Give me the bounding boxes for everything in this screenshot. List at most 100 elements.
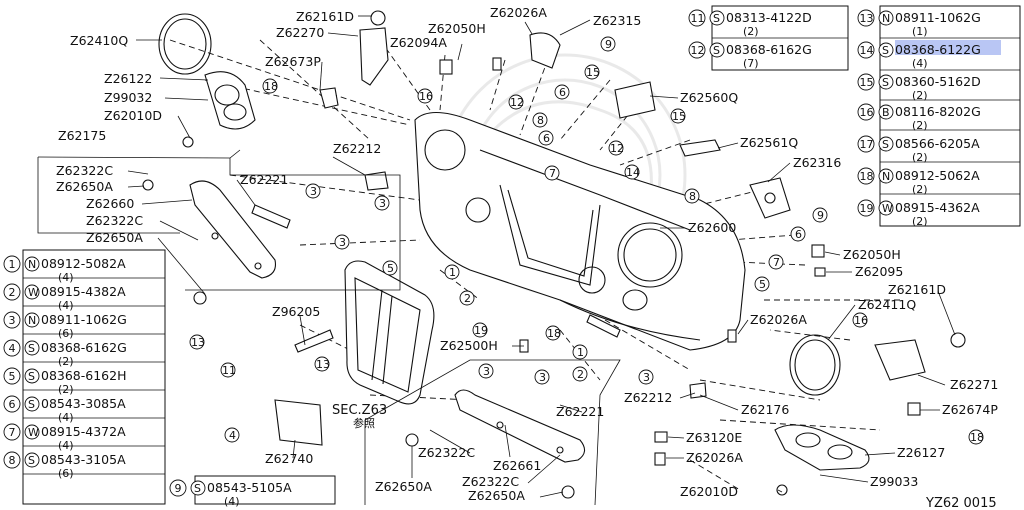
callout-2-b: 2 (572, 366, 588, 382)
callout-3-e: 3 (534, 369, 550, 385)
fastener-number: 2 (9, 286, 16, 299)
label-z62050h-right: Z62050H (843, 247, 901, 262)
part-upper-trim (189, 180, 277, 279)
fastener-number: 1 (9, 258, 16, 271)
part-labels: Z62410Q Z62161D Z62270 Z62094A Z62050H Z… (56, 5, 998, 510)
section-reference-note: 参照 (353, 416, 375, 430)
fastener-number: 4 (9, 342, 16, 355)
svg-text:5: 5 (387, 262, 394, 275)
callout-8-a: 8 (532, 112, 548, 128)
fastener-type-prefix: N (28, 314, 36, 327)
fastener-type-prefix: S (882, 44, 889, 57)
fastener-number: 11 (691, 12, 705, 25)
svg-text:12: 12 (510, 96, 524, 109)
fastener-code: 08912-5062A (895, 168, 980, 183)
fastener-number-circle (3, 367, 21, 385)
fastener-number: 19 (860, 202, 874, 215)
fastener-quantity: (2) (58, 383, 74, 396)
svg-text:6: 6 (795, 228, 802, 241)
label-z62175: Z62175 (58, 128, 106, 143)
label-z62322c-a: Z62322C (56, 163, 113, 178)
fastener-type-prefix: W (28, 426, 39, 439)
fastener-number-circle (857, 199, 875, 217)
svg-text:3: 3 (339, 236, 346, 249)
callout-14-a: 14 (624, 164, 640, 180)
svg-text:16: 16 (854, 314, 868, 327)
fastener-type-prefix: N (882, 170, 890, 183)
svg-text:9: 9 (817, 209, 824, 222)
svg-text:9: 9 (605, 38, 612, 51)
label-z62270: Z62270 (276, 25, 324, 40)
callout-6-b: 6 (538, 130, 554, 146)
callout-18-a: 18 (545, 325, 561, 341)
callout-3-c: 3 (334, 234, 350, 250)
fastener-number: 5 (9, 370, 16, 383)
label-z62010d-top: Z62010D (104, 108, 162, 123)
fastener-number-circle (3, 395, 21, 413)
callout-4-a: 4 (224, 427, 240, 443)
label-z62026a-top: Z62026A (490, 5, 547, 20)
label-z62161d-top: Z62161D (296, 9, 354, 24)
label-z62561q: Z62561Q (740, 135, 798, 150)
fastener-type-prefix: S (882, 138, 889, 151)
fastener-quantity: (2) (912, 119, 928, 132)
fastener-number-circle (857, 9, 875, 27)
label-z62221-bot: Z62221 (556, 404, 604, 419)
fastener-number-circle (857, 41, 875, 59)
fastener-number-circle (857, 167, 875, 185)
fastener-quantity: (2) (743, 25, 759, 38)
svg-text:18: 18 (970, 431, 984, 444)
fastener-code: 08368-6162G (726, 42, 812, 57)
fastener-type-circle (878, 136, 894, 152)
svg-text:13: 13 (191, 336, 205, 349)
label-z62661: Z62661 (493, 458, 541, 473)
svg-text:18: 18 (264, 80, 278, 93)
label-z62212-top: Z62212 (333, 141, 381, 156)
fastener-type-circle (24, 284, 40, 300)
part-bracket-right (274, 27, 926, 446)
svg-text:6: 6 (559, 86, 566, 99)
fastener-quantity: (4) (224, 495, 240, 508)
fastener-number-circle (3, 339, 21, 357)
callout-3-d: 3 (478, 363, 494, 379)
label-z62212-bot: Z62212 (624, 390, 672, 405)
fastener-code: 08911-1062G (41, 312, 127, 327)
fastener-type-prefix: S (28, 342, 35, 355)
fastener-type-circle (24, 312, 40, 328)
fastener-code: 08368-6162H (41, 368, 127, 383)
fastener-type-circle (709, 10, 725, 26)
part-lower-trim (454, 389, 586, 463)
fastener-number: 13 (860, 12, 874, 25)
callout-11-a: 11 (220, 362, 236, 378)
label-z62673p: Z62673P (265, 54, 321, 69)
fastener-number: 12 (691, 44, 705, 57)
svg-text:7: 7 (549, 167, 556, 180)
svg-text:11: 11 (222, 364, 236, 377)
svg-text:8: 8 (689, 190, 696, 203)
label-z62026a-mid: Z62026A (750, 312, 807, 327)
fastener-type-circle (190, 480, 206, 496)
callout-5-a: 5 (754, 276, 770, 292)
fastener-type-circle (878, 168, 894, 184)
callout-9-a: 9 (600, 36, 616, 52)
callout-12-a: 12 (508, 94, 524, 110)
label-z62650a-d: Z62650A (468, 488, 525, 503)
fastener-number-circle (688, 9, 706, 27)
fastener-quantity: (2) (58, 355, 74, 368)
label-z62322c-d: Z62322C (462, 474, 519, 489)
fastener-quantity: (4) (58, 411, 74, 424)
fastener-type-circle (24, 424, 40, 440)
fastener-number-circle (3, 311, 21, 329)
fastener-number-circle (857, 135, 875, 153)
label-z62095: Z62095 (855, 264, 903, 279)
fastener-number-circle (169, 479, 187, 497)
